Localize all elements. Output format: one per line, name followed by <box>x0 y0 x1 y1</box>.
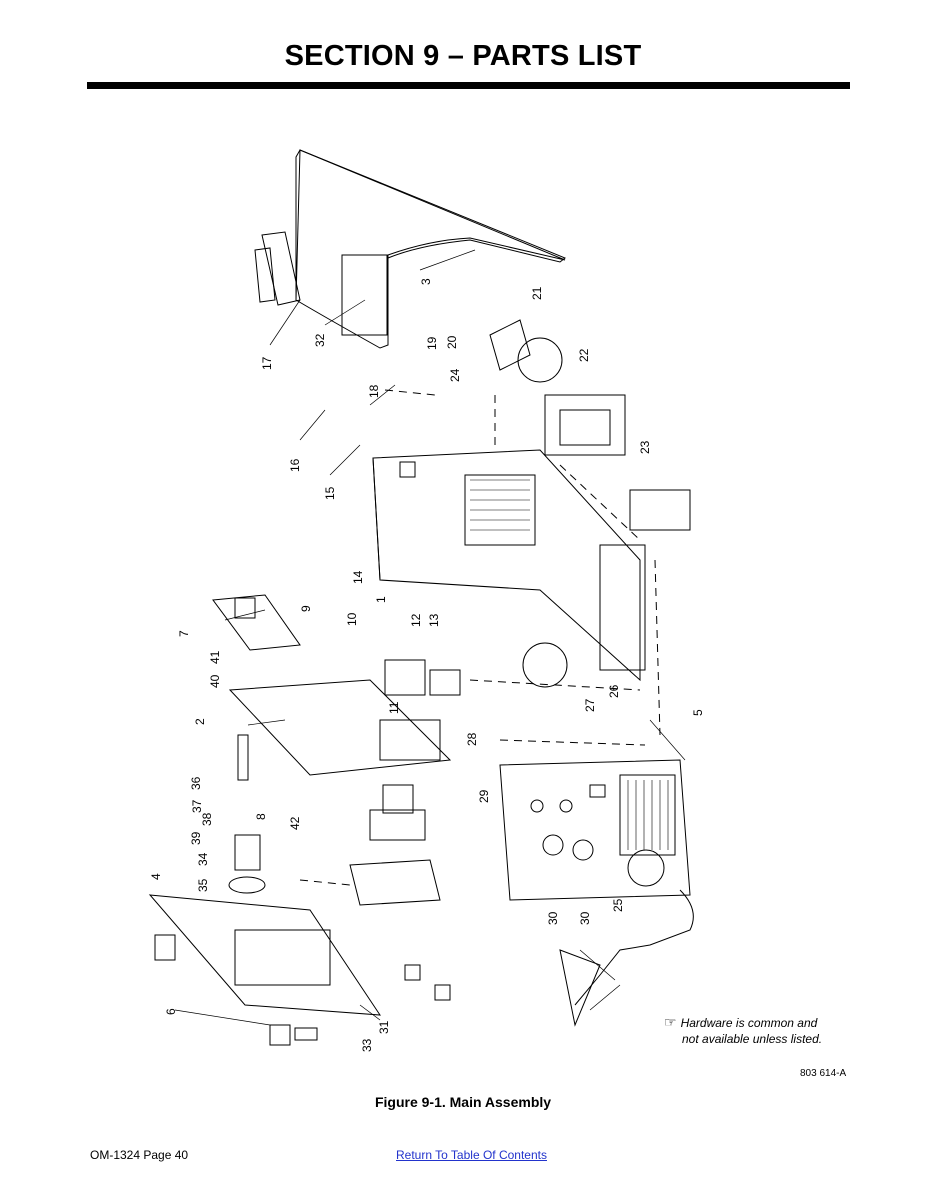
hardware-note-line2: not available unless listed. <box>682 1032 823 1046</box>
callout-15: 15 <box>323 486 337 500</box>
return-to-toc-link[interactable]: Return To Table Of Contents <box>396 1148 547 1162</box>
callout-30b: 30 <box>578 911 592 925</box>
callout-5: 5 <box>691 709 705 716</box>
callout-11: 11 <box>387 701 401 714</box>
callout-22: 22 <box>577 348 591 362</box>
callout-35: 35 <box>196 878 210 892</box>
callout-6: 6 <box>164 1008 178 1015</box>
callout-14: 14 <box>351 570 365 584</box>
callout-39: 39 <box>189 831 203 845</box>
callout-23: 23 <box>638 440 652 454</box>
callout-24: 24 <box>448 368 462 382</box>
page-title: SECTION 9 – PARTS LIST <box>284 40 642 72</box>
callout-32: 32 <box>313 333 327 347</box>
callout-25: 25 <box>611 898 625 912</box>
callout-41: 41 <box>208 650 222 664</box>
callout-37: 37 <box>190 799 204 813</box>
callout-9: 9 <box>299 605 313 612</box>
callout-42: 42 <box>288 816 302 830</box>
callout-28: 28 <box>465 732 479 746</box>
callout-3: 3 <box>419 278 433 285</box>
drawing-number: 803 614-A <box>800 1068 847 1079</box>
callout-1: 1 <box>374 596 388 603</box>
callout-40: 40 <box>208 674 222 688</box>
callout-36: 36 <box>189 776 203 790</box>
callout-21: 21 <box>530 286 544 300</box>
callout-10: 10 <box>345 612 359 626</box>
callout-13: 13 <box>427 613 441 627</box>
callout-33: 33 <box>360 1038 374 1052</box>
pointing-hand-icon: ☞ <box>664 1014 677 1030</box>
callout-18: 18 <box>367 384 381 398</box>
hardware-note: ☞Hardware is common and not available un… <box>664 1014 822 1047</box>
callout-8: 8 <box>254 813 268 820</box>
title-rule <box>87 82 850 89</box>
callout-7: 7 <box>177 630 191 637</box>
callout-29: 29 <box>477 789 491 803</box>
callout-19: 19 <box>425 336 439 350</box>
callout-2: 2 <box>193 718 207 725</box>
callout-38: 38 <box>200 812 214 826</box>
callout-20: 20 <box>445 335 459 349</box>
callout-30a: 30 <box>546 911 560 925</box>
figure-caption: Figure 9-1. Main Assembly <box>374 1094 552 1110</box>
callout-34: 34 <box>196 852 210 866</box>
callout-16: 16 <box>288 458 302 472</box>
callout-12: 12 <box>409 613 423 627</box>
hardware-note-line1: Hardware is common and <box>680 1016 818 1030</box>
callout-4: 4 <box>149 873 163 880</box>
page-number: OM-1324 Page 40 <box>90 1148 189 1162</box>
callout-26: 26 <box>607 684 621 698</box>
callout-31: 31 <box>377 1020 391 1034</box>
callout-27: 27 <box>583 698 597 712</box>
callout-17: 17 <box>260 356 274 370</box>
